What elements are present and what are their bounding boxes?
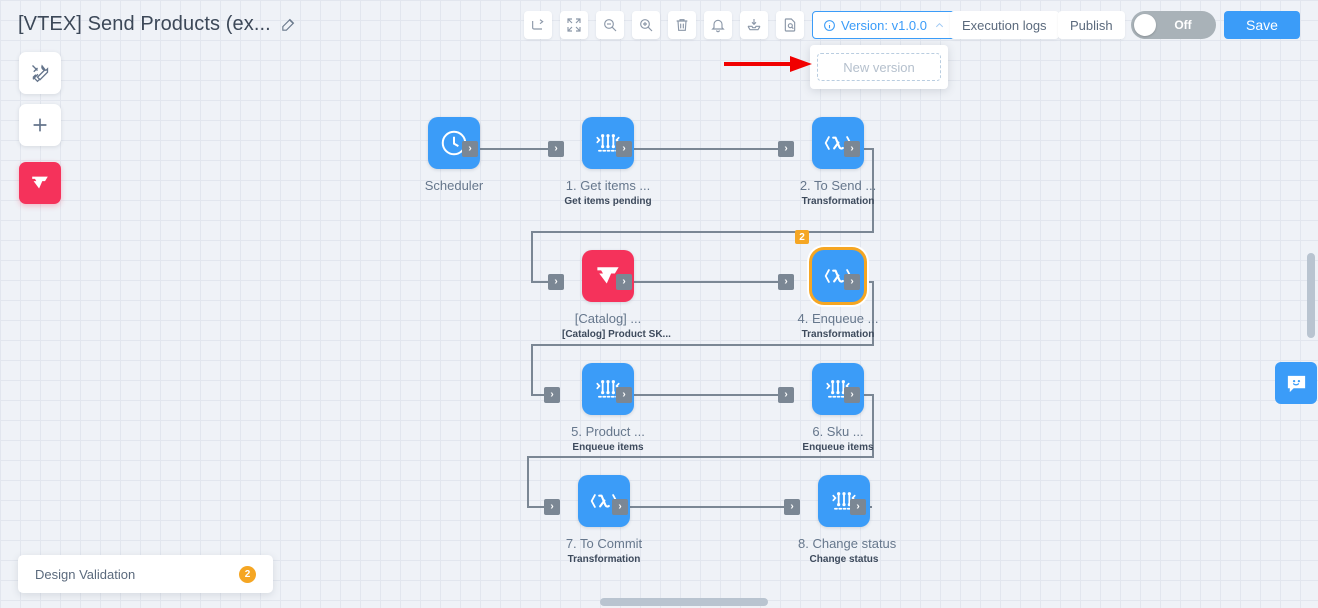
toggle-label: Off (1174, 18, 1192, 32)
vertical-scrollbar[interactable] (1307, 253, 1315, 338)
node-port-out[interactable]: › (612, 499, 628, 515)
flow-node-subtitle: Get items pending (564, 196, 652, 207)
node-port-in[interactable]: › (778, 387, 794, 403)
save-button[interactable]: Save (1224, 11, 1300, 39)
title-bar: [VTEX] Send Products (ex... (18, 13, 297, 36)
plus-icon[interactable] (19, 104, 61, 146)
design-validation-panel[interactable]: Design Validation 2 (18, 555, 273, 593)
node-port-in[interactable]: › (548, 274, 564, 290)
flow-node-subtitle: Change status (809, 554, 879, 565)
flow-node-label: [Catalog] ... (574, 311, 642, 326)
flow-node-label: Scheduler (424, 178, 484, 193)
node-port-out[interactable]: › (850, 499, 866, 515)
flow-node-label: 8. Change status (798, 536, 897, 551)
flow-node-label: 2. To Send ... (799, 178, 877, 193)
node-port-out[interactable]: › (616, 141, 632, 157)
node-port-in[interactable]: › (778, 274, 794, 290)
node-port-in[interactable]: › (544, 499, 560, 515)
version-dropdown-button[interactable]: Version: v1.0.0 (812, 11, 956, 39)
flow-node-scheduler[interactable]: Scheduler (408, 117, 500, 193)
design-validation-label: Design Validation (35, 566, 136, 582)
page-title: [VTEX] Send Products (ex... (18, 13, 271, 35)
flow-node-n1[interactable]: 1. Get items ... Get items pending (562, 117, 654, 207)
version-dropdown-menu: New version (810, 45, 948, 89)
flow-node-subtitle: [Catalog] Product SK... (562, 329, 671, 340)
red-arrow-annotation (722, 54, 814, 79)
import-tray-icon[interactable] (740, 11, 768, 39)
queue-icon[interactable] (812, 363, 864, 415)
node-port-out[interactable]: › (844, 141, 860, 157)
flow-node-label: 1. Get items ... (565, 178, 651, 193)
node-port-out[interactable]: › (844, 387, 860, 403)
tools-icon[interactable] (19, 52, 61, 94)
node-port-out[interactable]: › (462, 141, 478, 157)
execution-logs-button[interactable]: Execution logs (950, 11, 1059, 39)
flow-node-subtitle: Enqueue items (802, 442, 874, 453)
new-version-menu-item[interactable]: New version (817, 53, 941, 81)
flow-node-subtitle: Transformation (801, 196, 875, 207)
zoom-out-icon[interactable] (596, 11, 624, 39)
flow-node-n6[interactable]: 6. Sku ... Enqueue items (792, 363, 884, 453)
node-port-out[interactable]: › (616, 387, 632, 403)
edit-pencil-icon[interactable] (280, 16, 297, 33)
flow-node-subtitle: Transformation (567, 554, 641, 565)
node-error-badge: 2 (795, 230, 809, 244)
chat-smiley-icon[interactable] (1275, 362, 1317, 404)
publish-toggle[interactable]: Off (1131, 11, 1216, 39)
bell-icon[interactable] (704, 11, 732, 39)
node-port-in[interactable]: › (778, 141, 794, 157)
chevron-up-icon (935, 22, 944, 27)
flow-node-n4[interactable]: 2 4. Enqueue ... Transformation (792, 230, 884, 340)
node-port-out[interactable]: › (844, 274, 860, 290)
flow-node-label: 6. Sku ... (812, 424, 864, 439)
flow-node-label: 7. To Commit (565, 536, 643, 551)
flow-node-n5[interactable]: 5. Product ... Enqueue items (562, 363, 654, 453)
flow-node-label: 5. Product ... (571, 424, 645, 439)
toggle-knob (1134, 14, 1156, 36)
publish-button[interactable]: Publish (1058, 11, 1125, 39)
node-port-in[interactable]: › (784, 499, 800, 515)
design-validation-badge: 2 (239, 565, 256, 583)
flow-node-n2[interactable]: 2. To Send ... Transformation (792, 117, 884, 207)
flow-node-subtitle: Enqueue items (572, 442, 644, 453)
canvas-toolbar (524, 11, 804, 39)
flow-node-label: 4. Enqueue ... (797, 311, 879, 326)
node-port-in[interactable]: › (548, 141, 564, 157)
document-search-icon[interactable] (776, 11, 804, 39)
version-label: Version: v1.0.0 (841, 17, 927, 33)
node-port-in[interactable]: › (544, 387, 560, 403)
flow-node-n3[interactable]: [Catalog] ... [Catalog] Product SK... (562, 250, 671, 340)
horizontal-scrollbar[interactable] (600, 598, 768, 606)
zoom-in-icon[interactable] (632, 11, 660, 39)
trash-icon[interactable] (668, 11, 696, 39)
vtex-logo-icon[interactable] (19, 162, 61, 204)
route-line-icon[interactable] (524, 11, 552, 39)
fit-to-screen-icon[interactable] (560, 11, 588, 39)
flow-node-subtitle: Transformation (801, 329, 875, 340)
node-port-out[interactable]: › (616, 274, 632, 290)
